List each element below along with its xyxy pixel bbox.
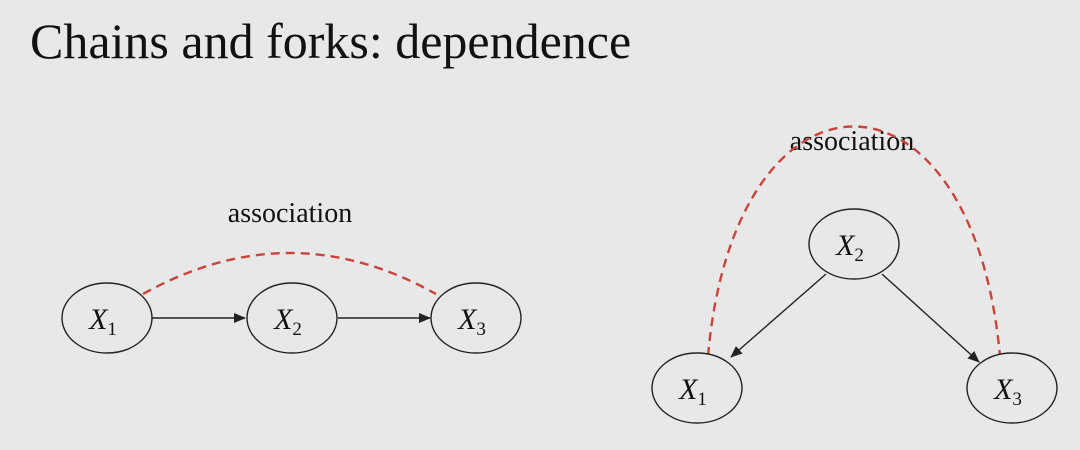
fork-node-x3-sub: 3 xyxy=(1012,389,1022,410)
chain-association-label: association xyxy=(228,198,352,229)
fork-node-x3-var: X xyxy=(993,373,1014,406)
chain-node-x3-var: X xyxy=(457,303,478,336)
chain-node-x3-sub: 3 xyxy=(476,319,486,340)
svg-text:X1: X1 xyxy=(678,373,707,410)
chain-node-x1-var: X xyxy=(88,303,109,336)
slide-title: Chains and forks: dependence xyxy=(30,13,632,69)
svg-text:X3: X3 xyxy=(993,373,1022,410)
chain-association-curve xyxy=(142,251,437,296)
svg-text:X2: X2 xyxy=(835,229,864,266)
fork-association-label: association xyxy=(790,126,914,157)
chain-node-x1-sub: 1 xyxy=(107,319,117,340)
fork-node-x2-var: X xyxy=(835,229,856,262)
chain-node-x3: X3 xyxy=(430,282,522,354)
chain-node-x1: X1 xyxy=(61,282,153,354)
fork-node-x1: X1 xyxy=(651,352,743,424)
fork-node-x2: X2 xyxy=(808,208,900,280)
fork-edge-x2-x3 xyxy=(881,273,980,363)
chain-node-x2-var: X xyxy=(273,303,294,336)
fork-node-x1-var: X xyxy=(678,373,699,406)
fork-node-x2-sub: 2 xyxy=(854,245,864,266)
chain-diagram: association X1 X2 X3 xyxy=(61,198,522,354)
svg-text:X3: X3 xyxy=(457,303,486,340)
fork-diagram: association X2 X1 X3 xyxy=(651,125,1058,424)
fork-node-x1-sub: 1 xyxy=(697,389,707,410)
chain-node-x2: X2 xyxy=(246,282,338,354)
fork-edge-x2-x1 xyxy=(730,273,827,358)
fork-node-x3: X3 xyxy=(966,352,1058,424)
chain-node-x2-sub: 2 xyxy=(292,319,302,340)
svg-text:X2: X2 xyxy=(273,303,302,340)
svg-text:X1: X1 xyxy=(88,303,117,340)
